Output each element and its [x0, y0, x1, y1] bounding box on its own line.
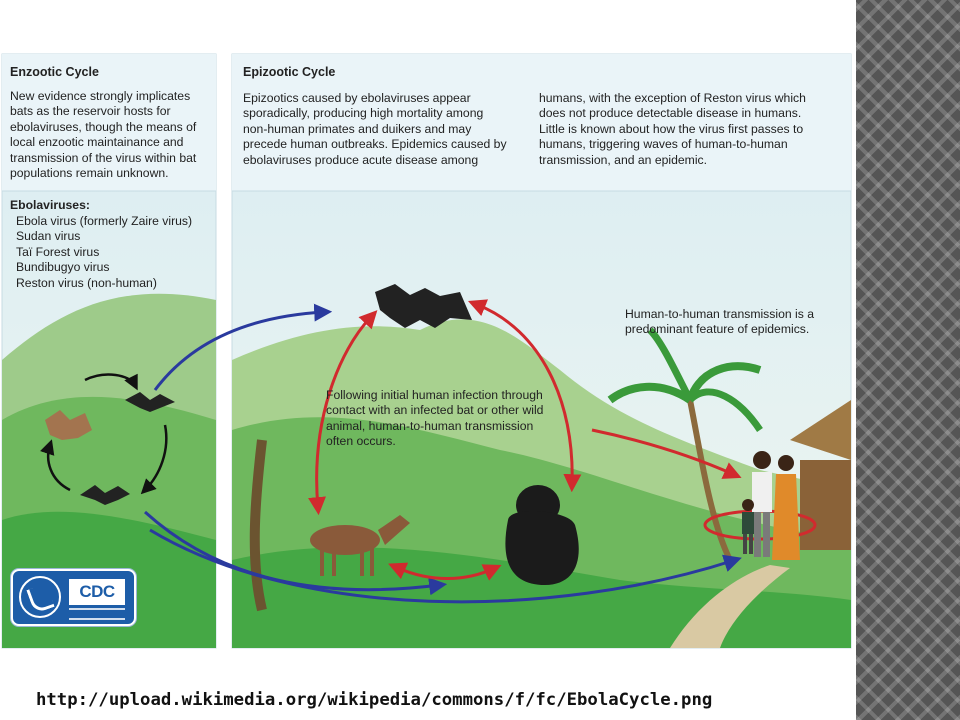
list-item: Reston virus (non-human) — [16, 275, 157, 290]
bat-hanging — [45, 410, 92, 440]
enzootic-arrow — [84, 373, 138, 391]
cdc-wordmark: CDC — [69, 579, 125, 605]
bat-silhouette — [375, 284, 472, 328]
list-item: Taï Forest virus — [16, 244, 100, 259]
epizootic-description-col2: humans, with the exception of Reston vir… — [539, 91, 806, 168]
dirt-path — [670, 565, 790, 648]
enzootic-arrow — [40, 439, 71, 492]
text-line: Epizootics caused by ebolaviruses appear — [243, 91, 471, 105]
hhs-seal-icon — [19, 576, 61, 618]
red-arrow-bat-chimp — [467, 299, 582, 493]
red-arrow-to-humans — [591, 428, 742, 479]
text-line: non-human primates and duikers and may — [243, 121, 472, 136]
text-line: Following initial human infection throug… — [326, 388, 543, 402]
cdc-logo: CDC — [11, 569, 136, 626]
chimpanzee — [505, 485, 579, 585]
initial-infection-note: Following initial human infection throug… — [326, 388, 543, 450]
text-line: contact with an infected bat or other wi… — [326, 403, 544, 418]
text-line: sporadically, producing high mortality a… — [243, 106, 484, 121]
text-line: Little is known about how the virus firs… — [539, 121, 804, 136]
enzootic-arrow — [140, 424, 168, 495]
text-line: transmission of the virus within bat — [10, 150, 197, 165]
bat-silhouette — [80, 392, 175, 505]
blue-arrow-to-humans — [149, 528, 742, 604]
text-line: humans, triggering waves of human-to-hum… — [539, 137, 788, 152]
text-line: humans, with the exception of Reston vir… — [539, 91, 806, 105]
text-line: ebolaviruses produce acute disease among — [243, 152, 479, 167]
list-item: Bundibugyo virus — [16, 260, 110, 275]
text-line: predominant feature of epidemics. — [625, 322, 810, 337]
ebola-cycle-figure: Enzootic Cycle New evidence strongly imp… — [0, 0, 856, 660]
text-line: bats as the reservoir hosts for — [10, 104, 171, 119]
tree-trunk — [249, 439, 267, 612]
ebolaviruses-list: Ebola virus (formerly Zaire virus) Sudan… — [16, 214, 192, 291]
text-line: does not produce detectable disease in h… — [539, 106, 802, 121]
red-arrow-duiker-chimp — [388, 562, 502, 581]
list-item: Ebola virus (formerly Zaire virus) — [16, 214, 193, 228]
human-family — [742, 451, 800, 560]
epizootic-description-col1: Epizootics caused by ebolaviruses appear… — [243, 91, 507, 168]
text-line: often occurs. — [326, 434, 396, 449]
text-line: local enzootic maintainance and — [10, 135, 184, 150]
list-item: Sudan virus — [16, 229, 81, 244]
source-url[interactable]: http://upload.wikimedia.org/wikipedia/co… — [36, 690, 713, 710]
epizootic-title: Epizootic Cycle — [243, 65, 336, 79]
text-line: animal, human-to-human transmission — [326, 418, 534, 433]
decorative-stripe — [856, 0, 960, 720]
enzootic-title: Enzootic Cycle — [10, 65, 99, 79]
enzootic-description: New evidence strongly implicates bats as… — [10, 89, 196, 181]
text-line: New evidence strongly implicates — [10, 89, 191, 103]
text-line: precede human outbreaks. Epidemics cause… — [243, 137, 507, 152]
palm-tree — [607, 327, 763, 562]
human-transmission-note: Human-to-human transmission is a predomi… — [625, 307, 814, 338]
red-arrow-bat-duiker — [308, 310, 378, 516]
text-line: ebolaviruses, though the means of — [10, 119, 197, 134]
text-line: populations remain unknown. — [10, 166, 169, 181]
ebolaviruses-list-title: Ebolaviruses: — [10, 198, 90, 212]
text-line: transmission, and an epidemic. — [539, 152, 708, 167]
hut — [790, 400, 851, 550]
blue-arrow-to-bat — [153, 303, 333, 391]
cdc-subtext-lines — [69, 608, 125, 620]
duiker — [310, 515, 410, 576]
text-line: Human-to-human transmission is a — [625, 307, 814, 321]
